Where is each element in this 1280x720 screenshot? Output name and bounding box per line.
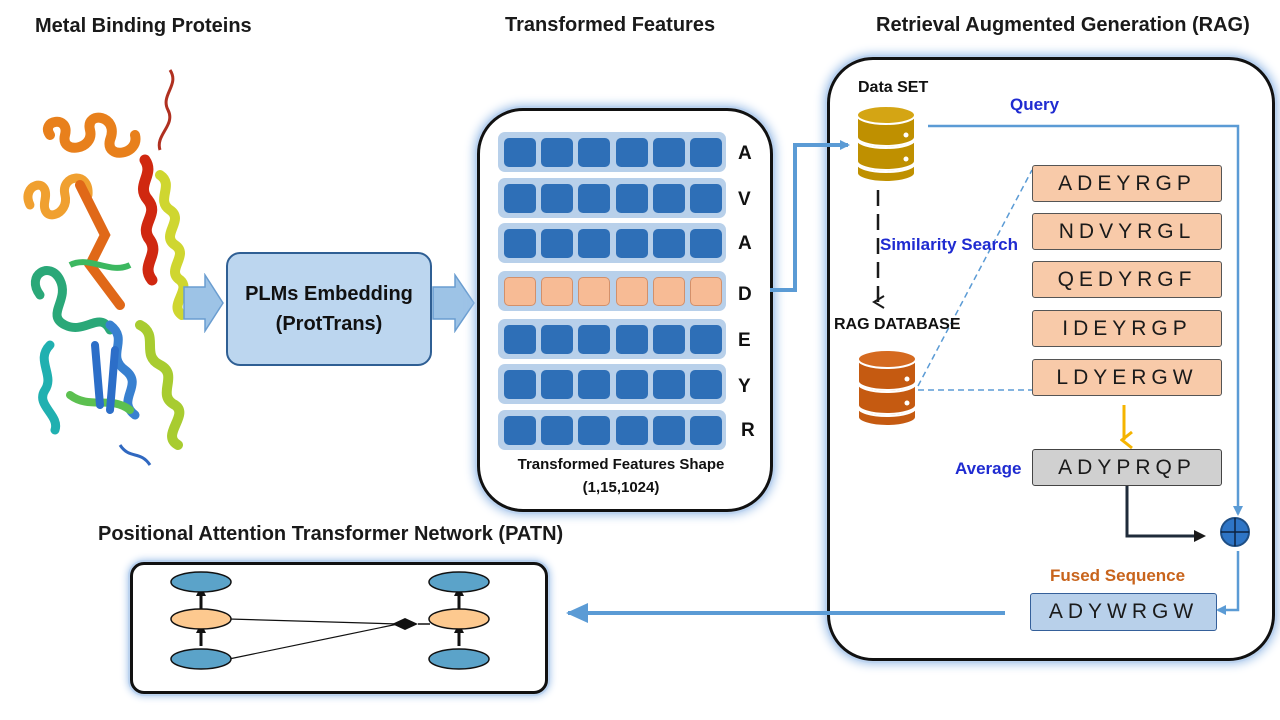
feature-cell <box>504 325 536 354</box>
feature-cell <box>578 416 610 445</box>
feature-cell <box>578 325 610 354</box>
retrieved-sequence: LDYERGW <box>1032 359 1222 396</box>
fused-sequence-label: Fused Sequence <box>1050 566 1186 585</box>
feature-cell <box>541 370 573 399</box>
feature-cell <box>578 229 610 258</box>
average-sequence: ADYPRQP <box>1032 449 1222 486</box>
feature-cell <box>653 325 685 354</box>
feature-cell <box>541 325 573 354</box>
feature-row-label: D <box>738 284 752 305</box>
feature-cell <box>616 277 648 306</box>
feature-cell <box>653 184 685 213</box>
feature-cell <box>504 184 536 213</box>
retrieved-sequence: ADEYRGP <box>1032 165 1222 202</box>
feature-row <box>498 410 726 450</box>
average-label: Average <box>955 459 1022 478</box>
feature-cell <box>616 184 648 213</box>
feature-cell <box>504 370 536 399</box>
feature-row-label: V <box>738 189 751 210</box>
retrieved-sequence: QEDYRGF <box>1032 261 1222 298</box>
feature-row <box>498 132 726 172</box>
feature-cell <box>653 370 685 399</box>
feature-cell <box>541 138 573 167</box>
similarity-search-label: Similarity Search <box>880 235 1018 254</box>
query-arrow <box>928 124 1243 516</box>
feature-row-label: A <box>738 233 752 254</box>
feature-cell <box>616 370 648 399</box>
rag-database-icon <box>857 349 917 427</box>
similarity-dashed-top <box>917 169 1033 387</box>
feature-row-label: Y <box>738 376 751 397</box>
feature-cell <box>690 325 722 354</box>
rag-title: Retrieval Augmented Generation (RAG) <box>876 14 1250 36</box>
feature-row <box>498 178 726 218</box>
query-label: Query <box>1010 95 1060 114</box>
feature-cell <box>690 416 722 445</box>
feature-cell <box>541 416 573 445</box>
feature-cell <box>690 184 722 213</box>
plm-line2: (ProtTrans) <box>275 313 383 335</box>
feature-cell <box>690 138 722 167</box>
retrieved-sequence: IDEYRGP <box>1032 310 1222 347</box>
dataset-icon <box>856 105 916 183</box>
patn-title: Positional Attention Transformer Network… <box>98 523 564 545</box>
feature-row <box>498 271 726 311</box>
feature-cell <box>616 138 648 167</box>
features-title: Transformed Features <box>505 14 716 36</box>
plm-embedding-box: PLMs Embedding (ProtTrans) <box>226 252 432 366</box>
feature-cell <box>504 138 536 167</box>
feature-cell <box>504 416 536 445</box>
feature-cell <box>578 277 610 306</box>
feature-cell <box>616 325 648 354</box>
feature-cell <box>504 229 536 258</box>
feature-cell <box>578 184 610 213</box>
feature-cell <box>504 277 536 306</box>
sum-to-fused-arrow <box>1216 551 1240 615</box>
feature-row <box>498 223 726 263</box>
feature-cell <box>541 184 573 213</box>
patn-diagram <box>170 571 490 670</box>
metal-title: Metal Binding Proteins <box>35 15 252 37</box>
protein-structure-image <box>23 69 189 466</box>
feature-row <box>498 364 726 404</box>
feature-cell <box>541 277 573 306</box>
feature-cell <box>578 370 610 399</box>
features-shape-caption: Transformed Features Shape <box>517 456 725 473</box>
feature-row-label: R <box>741 420 755 441</box>
features-shape-value: (1,15,1024) <box>582 479 660 496</box>
feature-cell <box>690 370 722 399</box>
feature-cell <box>616 416 648 445</box>
feature-cell <box>653 138 685 167</box>
dataset-label: Data SET <box>858 79 929 96</box>
feature-cell <box>616 229 648 258</box>
feature-cell <box>653 277 685 306</box>
fused-sequence: ADYWRGW <box>1030 593 1217 631</box>
arrow-features-to-dataset <box>770 140 850 292</box>
feature-cell <box>541 229 573 258</box>
feature-row-label: E <box>738 330 751 351</box>
feature-row <box>498 319 726 359</box>
feature-row-label: A <box>738 143 752 164</box>
feature-cell <box>690 229 722 258</box>
rag-database-label: RAG DATABASE <box>834 316 961 333</box>
plm-line1: PLMs Embedding <box>245 283 413 305</box>
feature-cell <box>690 277 722 306</box>
sum-operator-icon <box>1220 517 1250 547</box>
retrieved-sequence: NDVYRGL <box>1032 213 1222 250</box>
arrow-to-plm-icon <box>183 273 224 333</box>
arrow-to-features-icon <box>432 273 475 333</box>
feature-cell <box>578 138 610 167</box>
average-to-sum-arrow <box>1125 486 1206 542</box>
feature-cell <box>653 229 685 258</box>
feature-cell <box>653 416 685 445</box>
